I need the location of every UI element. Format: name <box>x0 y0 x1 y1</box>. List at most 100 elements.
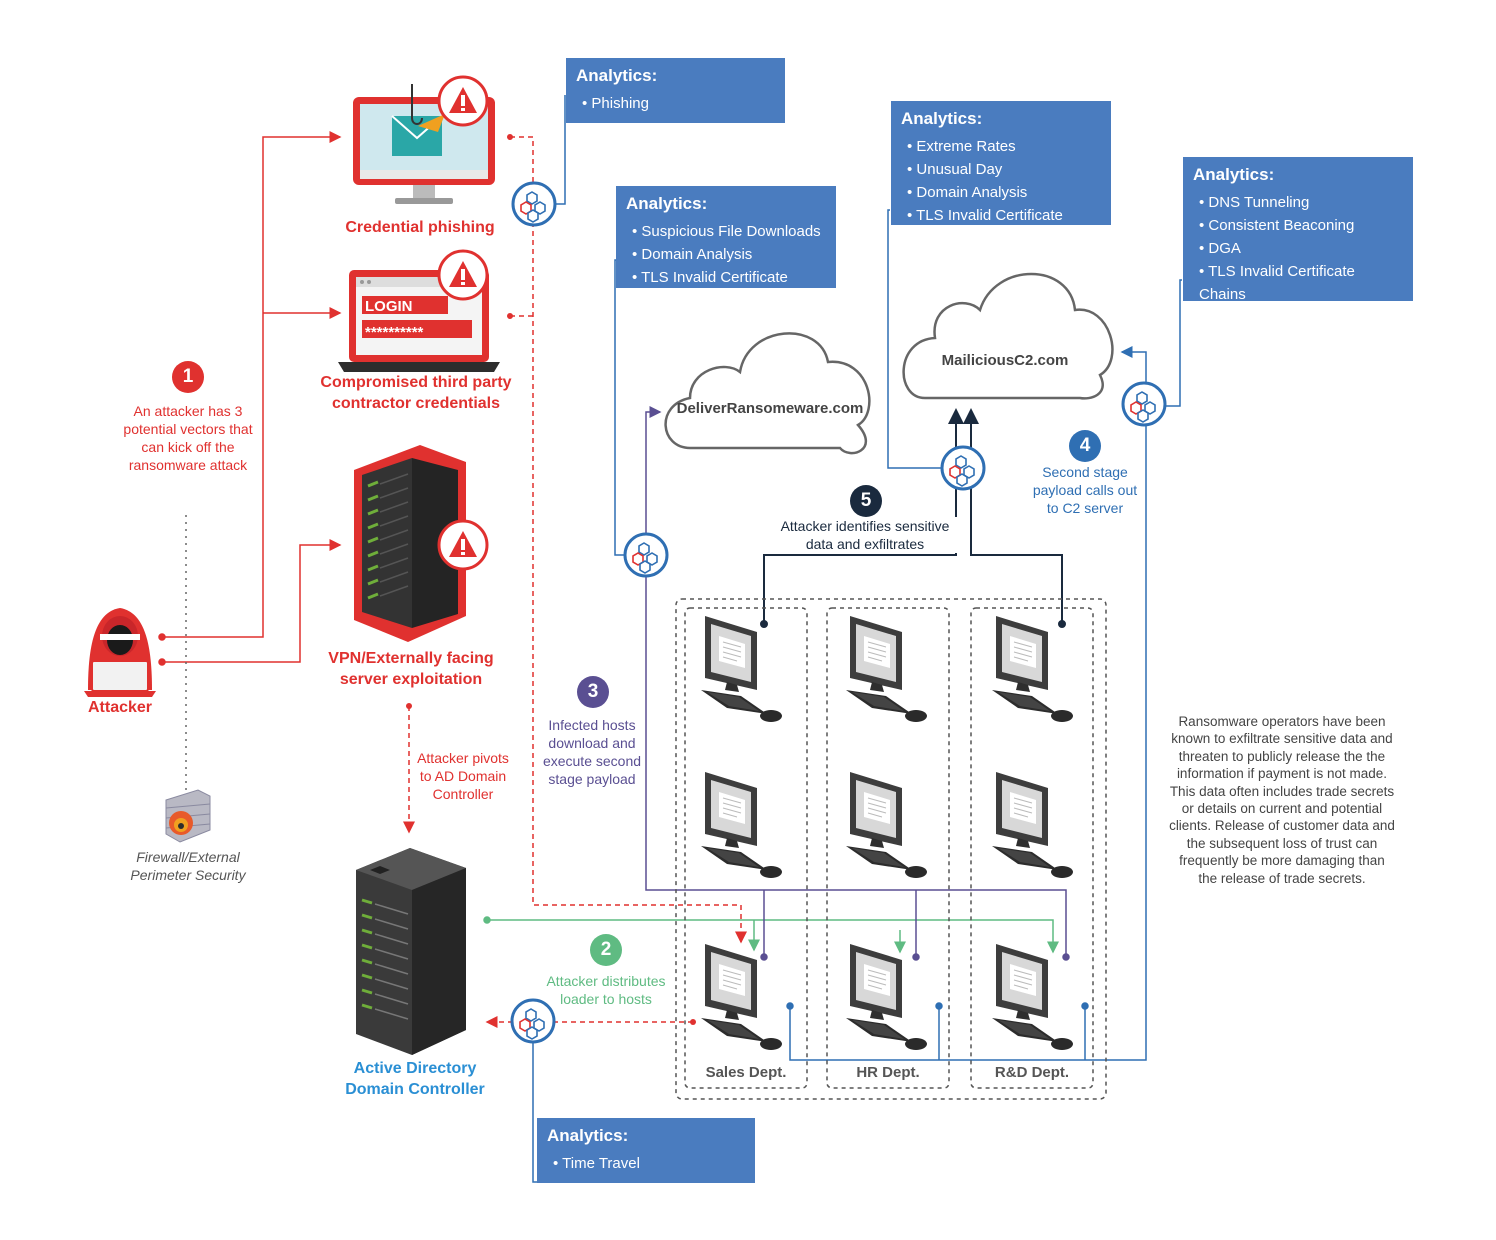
analytics-item: • TLS Invalid Certificate Chains <box>907 207 1063 247</box>
rnd-computer-icon-1 <box>991 615 1074 723</box>
vpn-server-icon <box>354 445 466 642</box>
note-line: known to exfiltrate sensitive data and <box>1171 731 1393 747</box>
analytics-title: Analytics: <box>901 109 983 128</box>
step-5-badge: 5 <box>850 485 882 517</box>
note-line: This data often includes trade secrets <box>1169 783 1395 799</box>
note-line: the subsequent loss of trust can <box>1186 835 1378 851</box>
dept-label-rnd: R&D Dept. <box>994 1064 1070 1081</box>
c2-analytics-node-icon <box>940 445 986 491</box>
firewall-icon <box>165 789 211 843</box>
attacker-vector-lines <box>158 131 342 666</box>
analytics-item: • Extreme Rates <box>907 138 1016 155</box>
note-line: Ransomware operators have been <box>1178 714 1386 729</box>
purple-payload-lines <box>645 406 1070 961</box>
analytics-title: Analytics: <box>626 194 708 213</box>
ad-server-icon <box>356 848 466 1055</box>
vpn-label-line: VPN/Externally facing <box>328 650 494 667</box>
analytics-title: Analytics: <box>576 66 658 85</box>
firewall-label-line: Firewall/External <box>136 849 240 865</box>
ad-controller-label-line: Domain Controller <box>345 1081 485 1098</box>
step-2-text-line: loader to hosts <box>560 991 652 1007</box>
ad-controller-label-line: Active Directory <box>353 1060 477 1077</box>
host-computers <box>700 615 1074 1051</box>
analytics-item: • Time Travel <box>553 1155 640 1172</box>
step-1-badge: 1 <box>172 361 204 393</box>
analytics-item: • Suspicious File Downloads <box>632 223 821 240</box>
step-2-text-line: Attacker distributes <box>546 973 666 989</box>
contractor-label-line: Compromised third party <box>320 374 512 391</box>
green-loader-lines <box>483 916 1059 954</box>
note-line: information if payment is not made. <box>1176 766 1388 782</box>
ad-controller-label: Active Directory Domain Controller <box>322 1058 508 1100</box>
analytics-box-ad: Analytics: • Time Travel <box>537 1118 755 1183</box>
step-4-text-line: to C2 server <box>1046 500 1124 516</box>
step-3-text-line: Infected hosts <box>548 717 636 733</box>
step-3-badge: 3 <box>577 676 609 708</box>
analytics-item: • Domain Analysis <box>632 246 753 263</box>
pivot-label-line: Controller <box>432 786 494 802</box>
step-4-text-line: Second stage <box>1042 464 1128 480</box>
note-line: the release of trade secrets. <box>1198 870 1366 886</box>
pivot-label: Attacker pivots to AD Domain Controller <box>404 749 522 803</box>
step-3-text-line: download and <box>548 735 636 751</box>
attacker-icon <box>84 608 156 697</box>
analytics-box-dns: Analytics: • DNS Tunneling • Consistent … <box>1183 157 1413 326</box>
dns-analytics-node-icon <box>1121 381 1167 427</box>
password-mask-text: ********** <box>365 324 424 341</box>
downloads-analytics-node-icon <box>623 532 669 578</box>
dept-label-hr: HR Dept. <box>856 1064 920 1081</box>
login-text: LOGIN <box>365 298 413 315</box>
contractor-laptop-icon <box>338 270 500 372</box>
hr-computer-icon-2 <box>845 771 928 879</box>
step-4-badge: 4 <box>1069 430 1101 462</box>
analytics-item: • TLS Invalid Certificate Chains <box>632 269 788 309</box>
analytics-box-downloads: Analytics: • Suspicious File Downloads •… <box>616 186 836 309</box>
dept-label-sales: Sales Dept. <box>705 1064 787 1081</box>
analytics-item: • Domain Analysis <box>907 184 1028 201</box>
analytics-box-c2: Analytics: • Extreme Rates • Unusual Day… <box>891 101 1111 247</box>
note-line: threaten to publicly release the the <box>1178 748 1386 764</box>
phishing-label: Credential phishing <box>345 219 495 236</box>
step-5-text-line: Attacker identifies sensitive <box>780 518 950 534</box>
analytics-box-phishing: Analytics: • Phishing <box>566 58 785 123</box>
step-2-text: Attacker distributes loader to hosts <box>532 972 680 1008</box>
c2-cloud-icon <box>902 272 1114 400</box>
contractor-label: Compromised third party contractor crede… <box>300 372 532 414</box>
sales-computer-icon-3 <box>700 943 783 1051</box>
note-line: frequently be more damaging than <box>1179 853 1385 869</box>
analytics-item: • Consistent Beaconing <box>1199 217 1355 234</box>
step-3-text-line: execute second <box>542 753 642 769</box>
pivot-label-line: to AD Domain <box>419 768 507 784</box>
contractor-label-line: contractor credentials <box>331 395 501 412</box>
step-4-text: Second stage payload calls out to C2 ser… <box>1020 463 1150 517</box>
attacker-description-line: can kick off the <box>141 439 235 455</box>
vpn-warning-icon <box>437 519 489 571</box>
step-5-text-line: data and exfiltrates <box>805 536 925 552</box>
vpn-label: VPN/Externally facing server exploitatio… <box>300 648 522 690</box>
analytics-item: • Phishing <box>582 95 649 112</box>
attacker-description-line: An attacker has 3 <box>133 403 243 419</box>
c2-cloud-label: MailiciousC2.com <box>941 352 1069 369</box>
analytics-item: • DNS Tunneling <box>1199 194 1310 211</box>
rnd-computer-icon-3 <box>991 943 1074 1051</box>
step-3-text-line: stage payload <box>548 771 636 787</box>
step-3-text: Infected hosts download and execute seco… <box>536 716 648 788</box>
hr-computer-icon-1 <box>845 615 928 723</box>
c2-callout-lines <box>786 346 1147 1061</box>
departments-container <box>675 598 1107 1100</box>
rnd-computer-icon-2 <box>991 771 1074 879</box>
note-line: or details on current and potential <box>1181 801 1383 817</box>
note-line: clients. Release of customer data and <box>1169 818 1395 834</box>
firewall-label-line: Perimeter Security <box>130 867 246 883</box>
firewall-label: Firewall/External Perimeter Security <box>108 848 268 884</box>
analytics-item: • DGA <box>1199 240 1241 257</box>
step-5-text: Attacker identifies sensitive data and e… <box>770 517 960 553</box>
deliver-cloud-label: DeliverRansomeware.com <box>676 400 864 417</box>
deliver-cloud-icon <box>664 332 871 455</box>
step-4-text-line: payload calls out <box>1032 482 1138 498</box>
attacker-description-line: ransomware attack <box>128 457 248 473</box>
exfiltration-note: Ransomware operators have been known to … <box>1152 713 1412 887</box>
laptop-warning-icon <box>437 249 489 301</box>
pivot-label-line: Attacker pivots <box>417 750 509 766</box>
